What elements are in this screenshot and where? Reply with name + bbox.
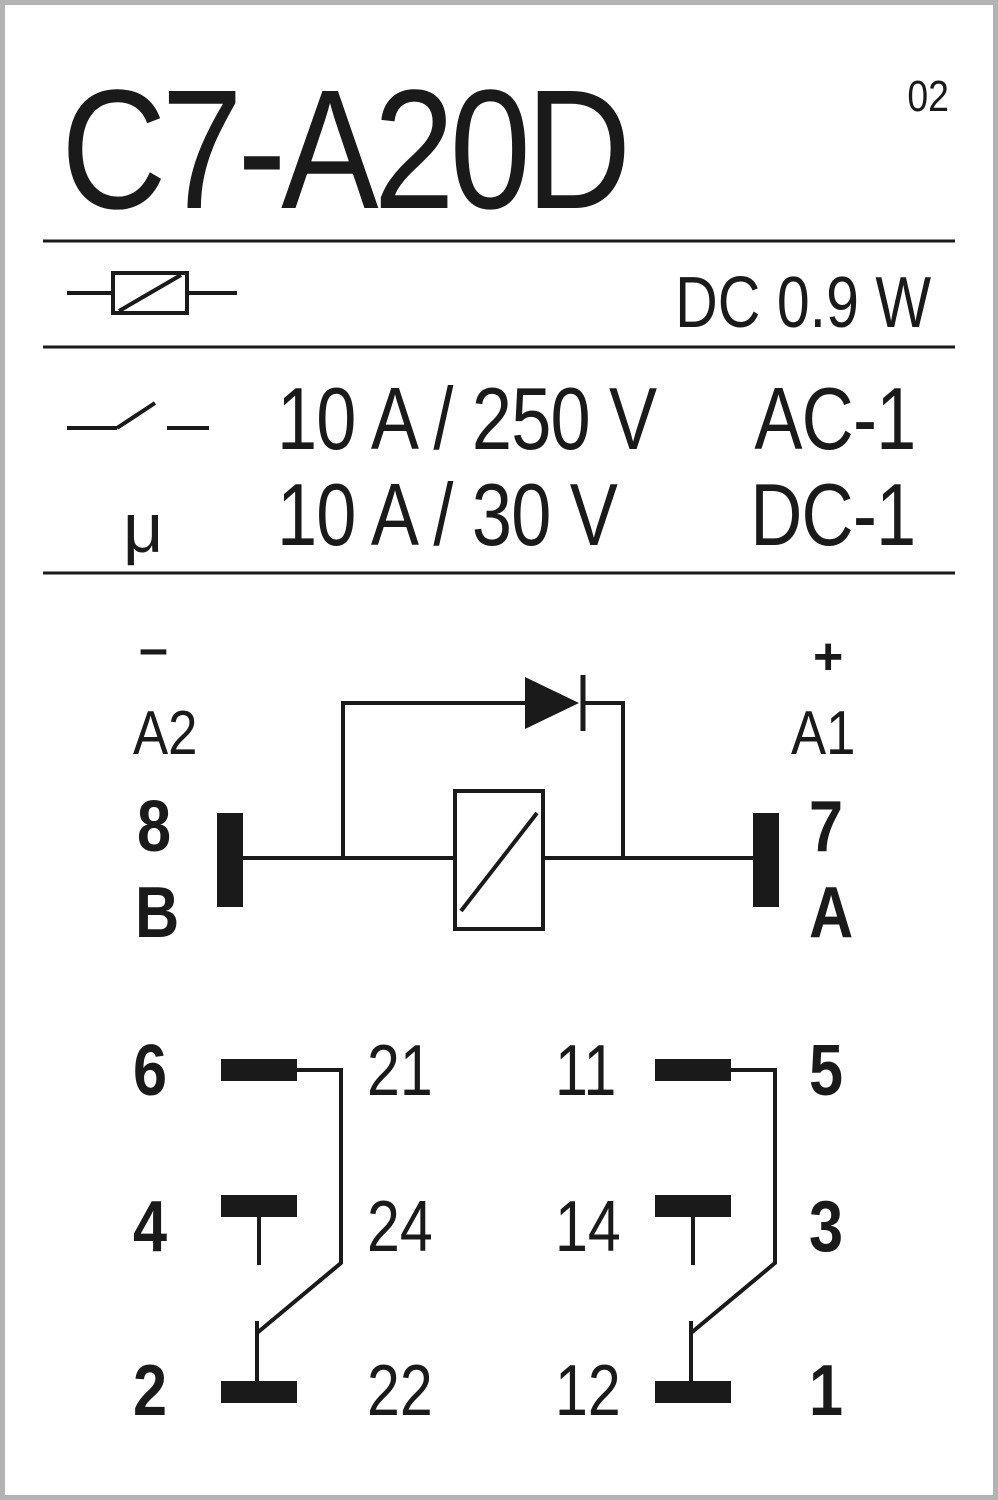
pin-a: A <box>809 873 854 953</box>
terminal-a1: A1 <box>791 699 856 768</box>
contact-set-left <box>221 1059 343 1403</box>
pin-5: 5 <box>809 1031 844 1111</box>
terminal-12: 12 <box>555 1351 621 1431</box>
utilization-category-dc: DC-1 <box>749 465 916 564</box>
contact-rating-dc: 10 A / 30 V <box>277 465 618 564</box>
polarity-minus: – <box>139 620 168 678</box>
coil-power-spec: DC 0.9 W <box>675 263 931 343</box>
pin-4: 4 <box>133 1187 168 1267</box>
terminal-24: 24 <box>367 1187 433 1267</box>
terminal-11: 11 <box>555 1031 617 1111</box>
terminal-bar-right <box>753 813 779 907</box>
pin-6: 6 <box>133 1031 168 1111</box>
micro-disconnection-symbol: μ <box>123 489 164 567</box>
pin-8: 8 <box>137 787 172 867</box>
model-number: C7-A20D <box>61 55 631 245</box>
contact-set-right <box>655 1059 777 1403</box>
contact-rating-ac: 10 A / 250 V <box>277 369 657 468</box>
diode-icon <box>525 677 579 729</box>
pin-b: B <box>135 873 180 953</box>
coil-circuit <box>235 675 763 931</box>
terminal-bar-left <box>217 813 243 907</box>
utilization-category-ac: AC-1 <box>753 369 916 468</box>
revision-code: 02 <box>907 72 949 121</box>
terminal-14: 14 <box>555 1187 621 1267</box>
coil-symbol-icon <box>67 271 237 315</box>
pin-7: 7 <box>809 787 844 867</box>
contact-switch-icon <box>67 401 209 430</box>
pin-3: 3 <box>809 1187 844 1267</box>
relay-coil-icon <box>453 789 545 931</box>
polarity-plus: + <box>813 628 844 686</box>
terminal-22: 22 <box>367 1351 433 1431</box>
terminal-21: 21 <box>367 1031 433 1111</box>
terminal-a2: A2 <box>133 699 198 768</box>
pin-1: 1 <box>809 1351 844 1431</box>
wiring-diagram <box>43 239 955 1403</box>
pin-2: 2 <box>133 1351 168 1431</box>
